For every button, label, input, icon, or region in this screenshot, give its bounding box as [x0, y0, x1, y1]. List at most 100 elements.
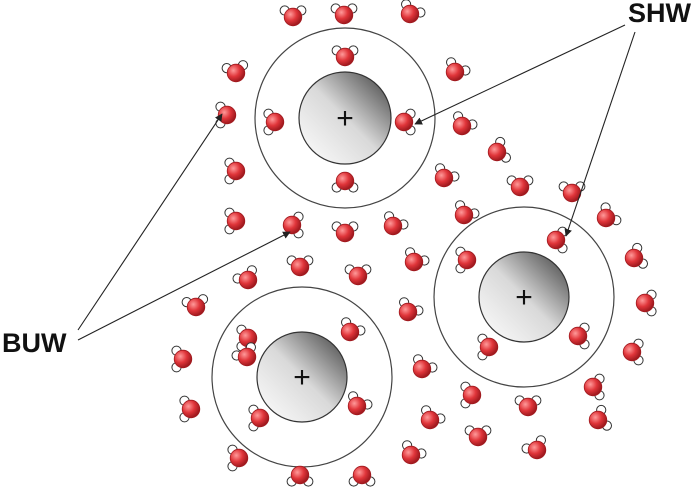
water-molecule-icon [279, 5, 307, 27]
water-molecule-icon [445, 57, 471, 82]
oxygen-atom [510, 177, 530, 197]
oxygen-atom [404, 252, 424, 272]
oxygen-atom [546, 230, 566, 250]
water-molecule-icon [635, 289, 657, 317]
water-molecule-icon [232, 265, 258, 290]
water-molecule-icon [546, 226, 568, 254]
water-molecule-icon [179, 395, 201, 423]
water-molecule-icon [420, 405, 446, 430]
oxygen-atom [290, 257, 310, 277]
water-molecule-icon [171, 345, 193, 373]
water-molecule-icon [286, 255, 314, 277]
oxygen-atom [412, 359, 432, 379]
oxygen-atom [624, 248, 644, 268]
water-molecule-icon [521, 435, 547, 460]
oxygen-atom [226, 211, 246, 231]
water-molecule-icon [331, 45, 359, 67]
cation-top: + [254, 27, 436, 209]
oxygen-atom [383, 216, 403, 236]
oxygen-atom [588, 410, 608, 430]
water-molecule-icon [464, 425, 492, 447]
water-molecule-icon [181, 294, 209, 317]
oxygen-atom [635, 293, 655, 313]
water-molecule-icon [331, 221, 359, 243]
water-molecule-icon [215, 101, 237, 129]
oxygen-atom [400, 4, 420, 24]
water-molecule-icon [248, 404, 270, 432]
water-molecule-icon [340, 317, 366, 342]
water-molecule-icon [400, 0, 426, 24]
oxygen-atom [290, 465, 310, 485]
water-molecule-icon [622, 338, 644, 366]
water-molecule-icon [460, 381, 482, 409]
arrow-shw-1 [414, 24, 626, 125]
ion-charge: + [515, 281, 533, 314]
water-molecule-icon [398, 297, 424, 322]
oxygen-atom [238, 270, 258, 290]
ion-charge: + [336, 102, 354, 135]
oxygen-atom [468, 427, 488, 447]
oxygen-atom [462, 385, 482, 405]
water-molecule-icon [344, 264, 372, 286]
oxygen-atom [452, 116, 472, 136]
oxygen-atom [527, 440, 547, 460]
water-molecule-icon [224, 207, 246, 235]
oxygen-atom [401, 445, 421, 465]
cation-bottom-left: + [211, 286, 393, 468]
oxygen-atom [186, 297, 206, 317]
water-molecule-icon [568, 322, 590, 350]
oxygen-atom [335, 171, 355, 191]
oxygen-atom [348, 266, 368, 286]
oxygen-atom [479, 337, 499, 357]
water-molecule-icon [227, 444, 249, 472]
water-molecule-icon [348, 465, 376, 487]
water-molecule-icon [514, 395, 542, 417]
oxygen-atom [237, 347, 257, 367]
oxygen-atom [352, 465, 372, 485]
oxygen-atom [347, 396, 367, 416]
cation-right: + [433, 206, 615, 388]
water-molecule-icon [588, 404, 613, 431]
annotation-arrows [77, 24, 636, 341]
water-molecule-icon [404, 247, 430, 272]
oxygen-atom [226, 63, 246, 83]
water-molecule-icon [596, 202, 622, 228]
water-molecule-icon [583, 373, 605, 401]
label-buw: BUW [2, 328, 67, 358]
hydration-shell-outer [433, 206, 615, 388]
oxygen-atom [398, 302, 418, 322]
oxygen-atom [283, 7, 303, 27]
water-molecule-icon [455, 246, 477, 274]
oxygen-atom [265, 112, 285, 132]
oxygen-atom [518, 397, 538, 417]
hydration-shell-outer [254, 27, 436, 209]
oxygen-atom [568, 326, 588, 346]
water-molecule-icon [452, 111, 478, 136]
water-molecule-icon [506, 175, 534, 197]
oxygen-atom [434, 168, 454, 188]
oxygen-atom [457, 250, 477, 270]
oxygen-atom [229, 448, 249, 468]
water-molecule-icon [282, 211, 304, 239]
water-molecule-icon [394, 108, 416, 136]
water-molecule-icon [286, 465, 314, 487]
arrow-buw-1 [77, 113, 223, 331]
label-shw: SHW [628, 0, 692, 28]
water-molecule-icon [401, 440, 427, 465]
water-molecule-icon [454, 200, 480, 225]
water-molecule-icon [412, 354, 438, 379]
oxygen-atom [445, 62, 465, 82]
oxygen-atom [622, 342, 642, 362]
oxygen-atom [335, 223, 355, 243]
arrow-buw-2 [77, 231, 291, 341]
water-molecule-icon [221, 60, 249, 83]
water-molecule-icon [487, 136, 511, 163]
oxygen-atom [487, 142, 507, 162]
water-molecule-icon [263, 108, 285, 136]
oxygen-atom [334, 5, 354, 25]
oxygen-atom [596, 208, 616, 228]
water-molecules [171, 0, 657, 487]
water-molecule-icon [347, 391, 373, 416]
oxygen-atom [282, 215, 302, 235]
